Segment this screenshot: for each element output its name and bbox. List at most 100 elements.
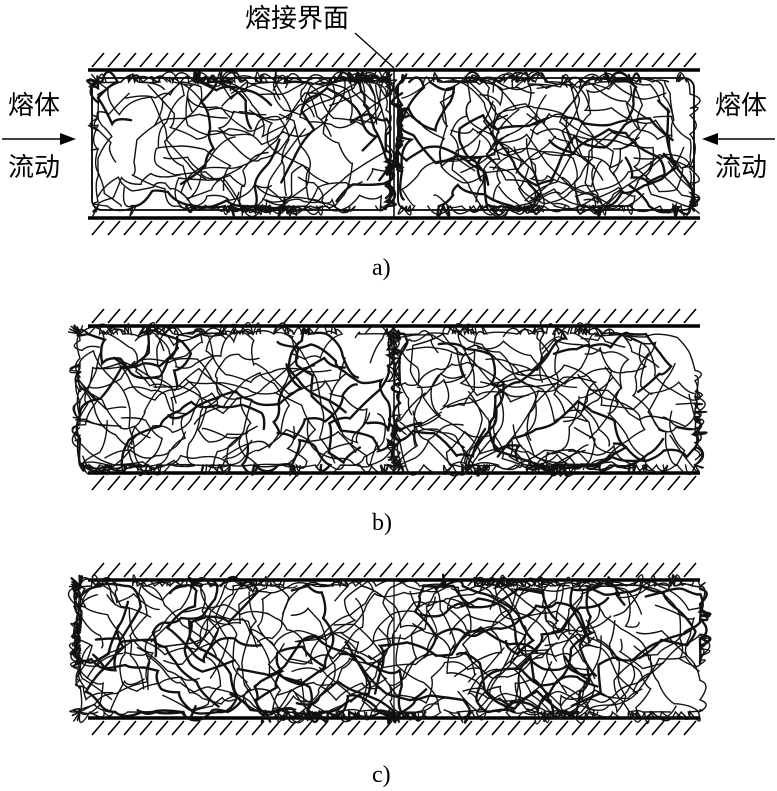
- polymer-chain: [276, 688, 448, 719]
- polymer-chain: [553, 333, 613, 415]
- polymer-chain: [553, 155, 691, 216]
- polymer-chain: [612, 138, 701, 193]
- polymer-chain: [488, 151, 577, 217]
- polymer-chain: [67, 325, 101, 352]
- polymer-chain: [147, 399, 253, 476]
- polymer-chain: [644, 587, 712, 665]
- polymer-chain: [71, 401, 187, 475]
- polymer-chain: [118, 363, 316, 401]
- polymer-chain: [297, 176, 388, 213]
- polymer-chain: [256, 592, 364, 665]
- polymer-chain: [140, 344, 204, 468]
- polymer-chain: [399, 421, 523, 470]
- polymer-chain: [170, 323, 303, 426]
- polymer-chain: [244, 607, 336, 718]
- polymer-chain: [97, 165, 243, 199]
- polymer-chain: [236, 634, 428, 702]
- polymer-chain: [458, 113, 550, 209]
- polymer-chain: [525, 138, 636, 215]
- polymer-chain: [575, 73, 661, 181]
- polymer-chain: [215, 70, 290, 101]
- weld-interface-label: 熔接界面: [245, 4, 350, 34]
- panel-a: [86, 52, 701, 236]
- polymer-chain: [150, 603, 307, 657]
- panel-b: [67, 308, 708, 491]
- polymer-chain: [249, 585, 424, 647]
- polymer-chain: [654, 604, 711, 667]
- polymer-chain: [132, 574, 217, 657]
- polymer-chain: [222, 191, 324, 216]
- polymer-chain: [183, 575, 260, 673]
- polymer-chain: [86, 70, 133, 127]
- polymer-chain: [465, 100, 573, 202]
- polymer-chain: [185, 138, 281, 219]
- polymer-chain: [286, 426, 308, 477]
- polymer-chain: [473, 330, 648, 386]
- polymer-chain: [333, 623, 439, 722]
- polymer-chain: [489, 577, 599, 649]
- polymer-chain: [390, 427, 487, 468]
- polymer-chain: [240, 128, 306, 218]
- melt-right-label: 熔体: [715, 91, 768, 121]
- polymer-chain: [467, 576, 558, 662]
- polymer-chain: [289, 324, 344, 361]
- polymer-chain: [209, 579, 298, 679]
- polymer-chain: [73, 328, 140, 427]
- polymer-chain: [312, 372, 368, 444]
- polymer-chain: [415, 396, 490, 466]
- polymer-chain: [475, 667, 599, 714]
- polymer-chain: [375, 627, 505, 705]
- polymer-chain: [397, 139, 481, 216]
- polymer-chain: [455, 651, 592, 715]
- melt-left-label: 熔体: [8, 91, 61, 121]
- polymer-chain: [558, 426, 596, 478]
- polymer-chain: [491, 72, 650, 120]
- polymer-chain: [446, 323, 478, 409]
- polymer-chain: [165, 583, 263, 664]
- polymer-chain: [399, 353, 454, 476]
- polymer-chain: [219, 428, 357, 474]
- polymer-chain: [481, 322, 545, 372]
- polymer-chain: [287, 327, 360, 414]
- polymer-chain: [157, 616, 252, 702]
- polymer-chain: [130, 189, 286, 219]
- polymer-chain: [254, 584, 335, 703]
- polymer-chain: [185, 95, 328, 146]
- polymer-chain: [267, 643, 362, 720]
- polymer-chain: [469, 585, 602, 713]
- polymer-chain: [492, 419, 645, 474]
- polymer-chain: [295, 679, 397, 725]
- polymer-chain: [349, 113, 395, 200]
- top-hatching: [91, 562, 697, 578]
- polymer-chain: [585, 584, 697, 660]
- polymer-chain: [559, 615, 612, 719]
- flow-arrows: [2, 32, 775, 145]
- polymer-chain: [397, 361, 578, 389]
- polymer-chain: [422, 372, 586, 466]
- interface-leader-line: [354, 32, 395, 69]
- polymer-chain: [369, 442, 397, 475]
- polymer-chain: [299, 77, 378, 129]
- polymer-chain: [528, 437, 665, 474]
- polymer-chain: [240, 438, 333, 476]
- polymer-chain: [68, 618, 93, 690]
- polymer-chain: [537, 374, 646, 467]
- polymer-chain: [633, 630, 707, 713]
- polymer-chain: [163, 81, 293, 172]
- bottom-hatching: [91, 475, 697, 491]
- top-hatching: [91, 52, 697, 68]
- polymer-chain: [197, 353, 260, 443]
- polymer-chain: [618, 574, 706, 599]
- polymer-chain: [450, 577, 519, 677]
- polymer-chain: [282, 71, 354, 89]
- polymer-chain: [488, 77, 602, 174]
- polymer-chain: [75, 346, 180, 474]
- polymer-chain: [93, 110, 138, 217]
- polymer-chain: [318, 584, 454, 696]
- polymer-chain: [583, 388, 694, 447]
- polymer-chain: [585, 688, 653, 720]
- polymer-chain: [437, 342, 505, 475]
- polymer-chain: [92, 653, 238, 715]
- polymer-chain: [272, 363, 358, 441]
